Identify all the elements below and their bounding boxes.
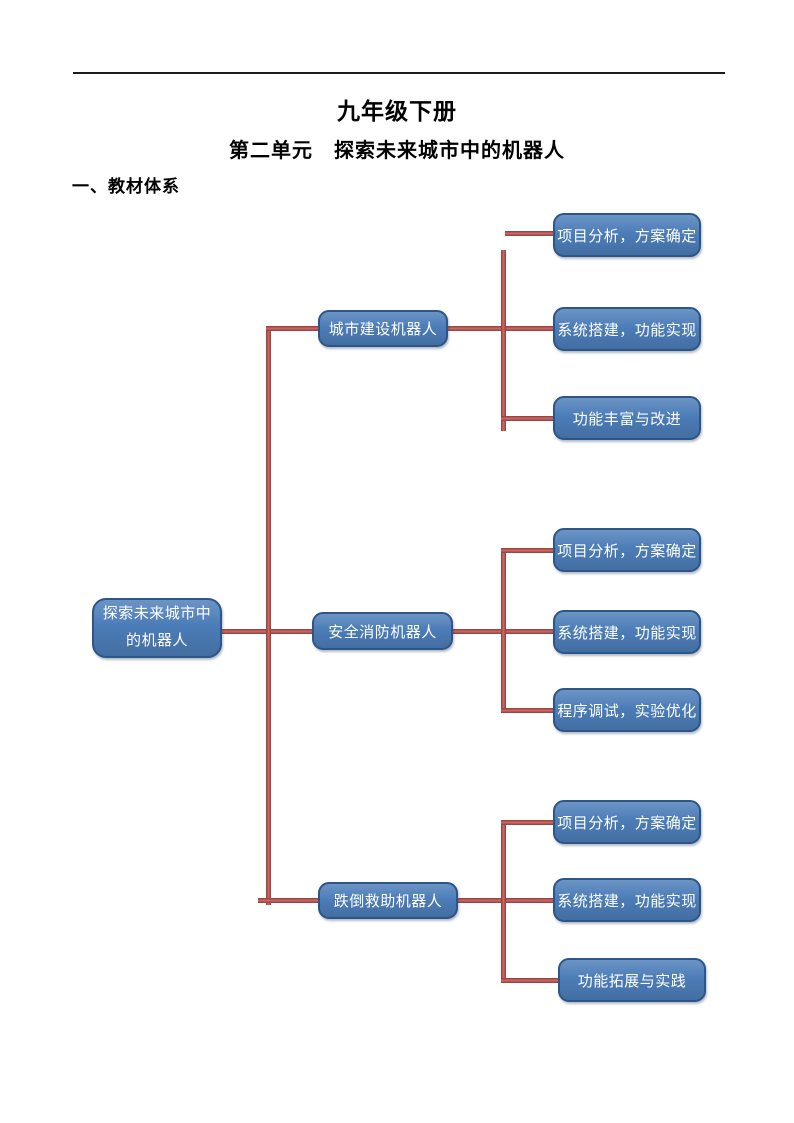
connector-branch1-child3 [501,416,556,421]
node-leaf: 项目分析，方案确定 [553,213,701,257]
node-leaf: 功能丰富与改进 [553,396,701,440]
node-leaf-label: 系统搭建，功能实现 [557,893,697,910]
connector-branch2-child3 [501,708,556,713]
node-leaf-label: 功能拓展与实践 [577,973,687,990]
node-leaf: 系统搭建，功能实现 [553,307,701,351]
node-leaf-label: 程序调试，实验优化 [557,703,697,720]
header-rule [73,72,725,74]
connector-branch3-child3 [501,978,563,983]
node-branch-city-construction: 城市建设机器人 [318,310,448,347]
page-title: 九年级下册 [337,98,457,124]
unit-title: 第二单元 探索未来城市中的机器人 [229,140,565,162]
node-branch-label: 安全消防机器人 [328,624,437,641]
node-leaf: 程序调试，实验优化 [553,688,701,732]
node-branch-label: 城市建设机器人 [328,322,438,338]
node-leaf: 项目分析，方案确定 [553,800,701,844]
node-leaf: 功能拓展与实践 [558,958,706,1002]
connector-branch2-child-trunk [501,548,506,713]
node-leaf: 系统搭建，功能实现 [553,878,701,922]
node-leaf-label: 项目分析，方案确定 [557,815,697,832]
section-heading: 一、教材体系 [72,177,180,196]
connector-main-trunk [266,326,271,905]
node-branch-label: 跌倒救助机器人 [333,894,443,910]
node-leaf-label: 功能丰富与改进 [572,411,682,428]
connector-branch1-child-trunk [501,250,506,431]
connector-branch2-child1 [501,548,556,553]
node-root-label: 探索未来城市中 的机器人 [102,606,212,649]
connector-branch3-child-trunk [501,820,506,983]
connector-branch3-child1 [501,820,556,825]
node-root: 探索未来城市中 的机器人 [92,598,222,658]
node-branch-fall-rescue: 跌倒救助机器人 [318,882,458,919]
connector-branch1-child1 [505,231,555,236]
node-leaf-label: 系统搭建，功能实现 [557,625,697,642]
node-leaf: 项目分析，方案确定 [553,528,701,572]
node-leaf-label: 项目分析，方案确定 [557,228,697,245]
node-branch-fire-safety: 安全消防机器人 [312,612,453,650]
node-leaf-label: 项目分析，方案确定 [557,543,697,560]
node-leaf: 系统搭建，功能实现 [553,610,701,654]
node-leaf-label: 系统搭建，功能实现 [557,322,697,339]
